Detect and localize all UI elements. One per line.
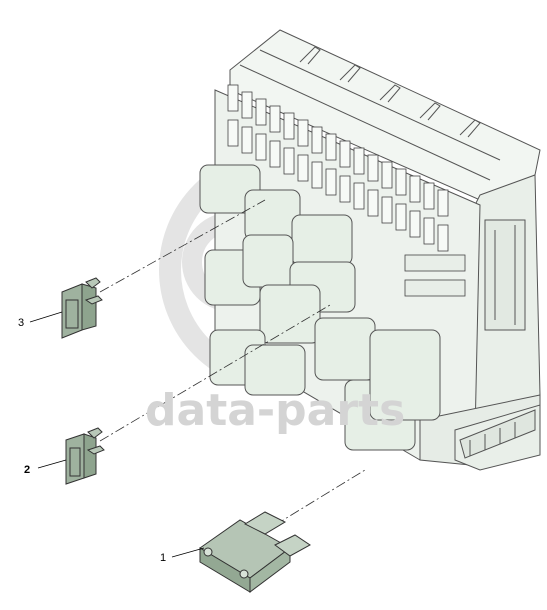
relay-block (244, 344, 306, 396)
blade-fuse-2 (65, 427, 105, 485)
assembly-leader-lines (99, 199, 366, 526)
callout-leaders (29, 311, 205, 558)
relay-block (242, 234, 294, 288)
relay-blocks (199, 164, 441, 451)
relay-block (291, 214, 353, 266)
watermark-text: data-parts (145, 385, 405, 436)
fuse-slot-array (227, 84, 466, 297)
relay-block (259, 284, 321, 344)
callout-2-label: 2 (24, 464, 30, 476)
blade-fuse-3 (61, 277, 103, 339)
maxi-fuse-1 (199, 511, 311, 593)
relay-block (314, 317, 376, 381)
callout-1-label: 1 (160, 552, 166, 564)
relay-block (369, 329, 441, 421)
callout-3-label: 3 (18, 317, 24, 329)
